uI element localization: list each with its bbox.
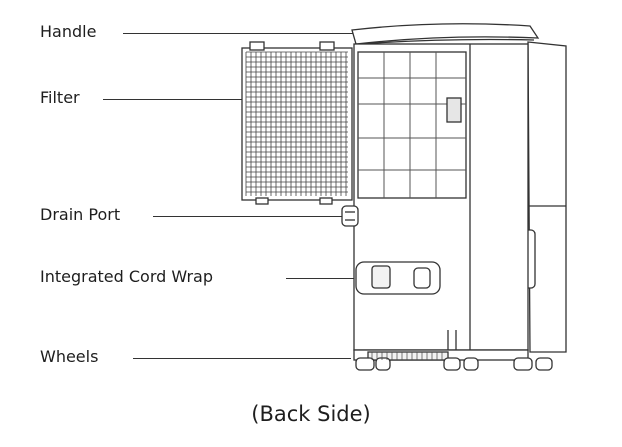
label-drain-port: Drain Port: [40, 205, 121, 224]
wheel-shapes: [355, 357, 553, 371]
leader-cord-wrap: [286, 278, 358, 279]
leader-handle: [123, 33, 353, 34]
handle-shape: [351, 23, 540, 45]
rear-grille: [357, 51, 467, 199]
caption: (Back Side): [251, 402, 371, 426]
label-cord-wrap: Integrated Cord Wrap: [40, 267, 214, 286]
filter-mesh: [245, 51, 348, 196]
side-panel: [527, 41, 567, 353]
label-wheels: Wheels: [40, 347, 99, 366]
label-plate: [446, 97, 462, 123]
label-filter: Filter: [40, 88, 80, 107]
leader-drain-port: [153, 216, 343, 217]
base-fins: [371, 352, 443, 360]
leader-wheels: [133, 358, 351, 359]
label-handle: Handle: [40, 22, 97, 41]
leader-filter: [103, 99, 243, 100]
drain-port-shape: [341, 205, 359, 227]
filter-panel: [241, 47, 353, 201]
